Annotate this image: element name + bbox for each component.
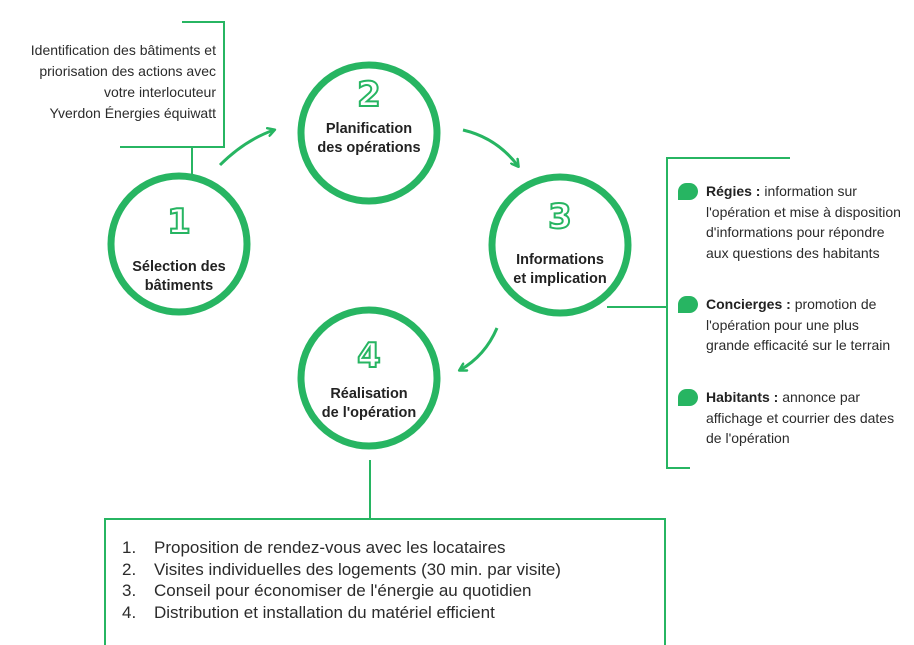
list-item: 2. Visites individuelles des logements (3… [122,559,561,581]
circle-1-label-line: Sélection des [132,259,226,275]
step-number: 2. [122,559,137,579]
circle-1-label: Sélection des bâtiments [114,258,244,296]
side-item-regies: Régies : information sur l'opération et … [678,181,903,263]
side-item-body: promotion de l'opération pour une plus g… [706,296,891,353]
step-text: Visites individuelles des logements (30 … [154,559,561,579]
circle-3-label-line: et implication [513,271,607,287]
circle-1-number: 1 [166,202,192,242]
list-item: 1. Proposition de rendez-vous avec les lo… [122,537,561,559]
top-note-line: Identification des bâtiments et [30,42,216,58]
circle-2-label-line: des opérations [317,140,421,156]
side-item-title: Habitants : [706,389,779,405]
step-text: Conseil pour économiser de l'énergie au … [154,581,532,600]
side-item-concierges: Concierges : promotion de l'opération po… [678,294,903,356]
circle-3-number: 3 [547,197,573,237]
circle-4 [297,306,441,450]
arrow-3-to-4 [460,327,499,370]
list-item: 4. Distribution et installation du matéri… [122,602,561,624]
side-item-text: Concierges : promotion de l'opération po… [706,294,903,356]
side-item-body: annonce par affichage et courrier des da… [706,389,895,446]
top-note-line: priorisation des actions avec [39,63,216,79]
circle-2-number: 2 [356,75,382,115]
side-item-title: Concierges : [706,296,791,312]
speech-bubble-icon [678,389,698,406]
circle-3-label: Informations et implication [495,251,625,289]
circle-4-label-line: de l'opération [321,405,417,421]
side-item-title: Régies : [706,183,761,199]
circle-4-number: 4 [356,336,382,376]
circle-2-label-line: Planification [325,121,413,137]
side-bracket [666,157,790,469]
top-note-bracket [120,21,225,148]
circle-2-label: Planification des opérations [304,120,434,158]
top-note-line: Yverdon Énergies équiwatt [49,105,216,121]
step-number: 1. [122,538,137,557]
speech-bubble-icon [678,183,698,200]
arrow-2-to-3 [462,128,518,166]
list-item: 3. Conseil pour économiser de l'énergie a… [122,580,561,602]
circle-1-label-line: bâtiments [144,278,214,294]
circle-3-label-line: Informations [516,252,604,268]
circle-4-label-line: Réalisation [330,386,408,402]
arrow-1-to-2 [218,130,274,167]
step-text: Proposition de rendez-vous avec les loca… [154,538,506,557]
circle-4-label: Réalisation de l'opération [304,385,434,423]
circle-2 [297,61,441,205]
side-item-text: Régies : information sur l'opération et … [706,181,903,263]
step-number: 4. [122,602,137,622]
step-number: 3. [122,581,137,600]
side-item-body: information sur l'opération et mise à di… [706,183,901,261]
speech-bubble-icon [678,296,698,313]
step-text: Distribution et installation du matériel… [154,602,495,622]
circle-3 [488,173,632,317]
steps-list: 1. Proposition de rendez-vous avec les lo… [122,537,561,623]
steps-box [104,518,666,645]
side-item-habitants: Habitants : annonce par affichage et cou… [678,387,903,449]
top-note-line: votre interlocuteur [103,84,216,100]
side-item-text: Habitants : annonce par affichage et cou… [706,387,903,449]
top-note: Identification des bâtiments et priorisa… [0,40,216,124]
circle-1 [107,172,251,316]
